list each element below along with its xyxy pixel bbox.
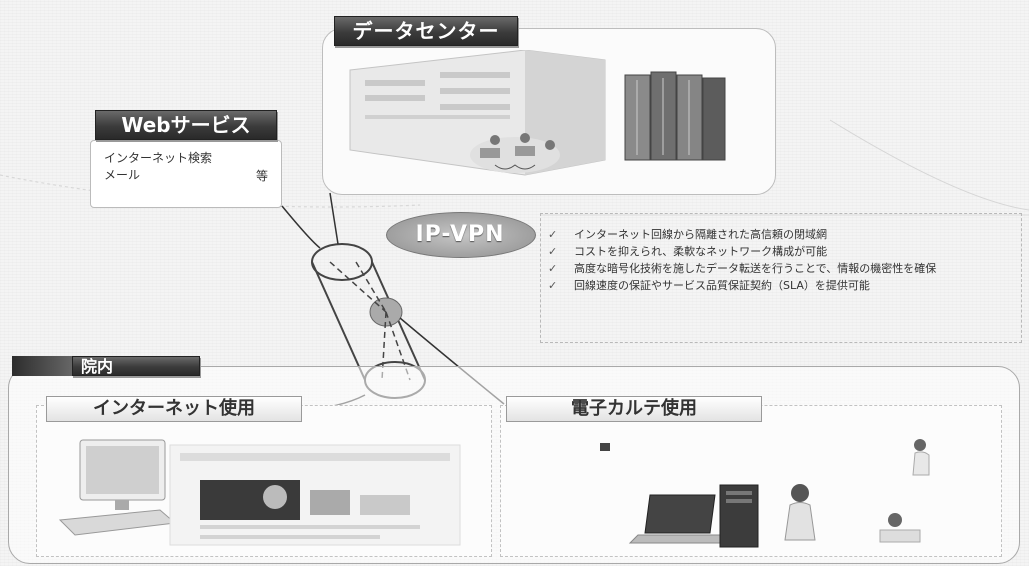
datacenter-illustration — [349, 50, 726, 176]
check-icon: ✓ — [548, 279, 558, 292]
check-icon: ✓ — [548, 245, 558, 258]
benefits-list: ✓ インターネット回線から隔離された高信頼の閉域網 ✓ コストを抑えられ、柔軟な… — [548, 226, 1016, 294]
ehr-usage-label: 電子カルテ使用 — [506, 396, 762, 422]
internet-usage-label: インターネット使用 — [46, 396, 302, 422]
doctor-patient-icon — [784, 439, 930, 543]
laptop-icon — [628, 494, 730, 544]
server-tower-icon — [719, 484, 759, 548]
webservice-suffix: 等 — [256, 169, 269, 183]
benefit-item: ✓ 高度な暗号化技術を施したデータ転送を行うことで、情報の機密性を確保 — [548, 260, 1016, 277]
hospital-title-accent — [12, 356, 72, 376]
webservice-card — [90, 140, 282, 208]
internet-usage-illustration — [58, 439, 461, 546]
webservice-list: インターネット検索 メール — [104, 150, 212, 184]
datacenter-title: データセンター — [334, 16, 518, 46]
webservice-title: Webサービス — [95, 110, 277, 140]
webservice-item: インターネット検索 — [104, 151, 213, 165]
benefits-box — [540, 213, 1022, 343]
ehr-usage-illustration — [600, 439, 930, 548]
benefit-text: インターネット回線から隔離された高信頼の閉域網 — [574, 228, 827, 241]
benefit-text: コストを抑えられ、柔軟なネットワーク構成が可能 — [574, 245, 828, 258]
benefit-item: ✓ コストを抑えられ、柔軟なネットワーク構成が可能 — [548, 243, 1016, 260]
operators-icon — [470, 133, 560, 173]
desktop-computer-icon — [58, 439, 177, 536]
check-icon: ✓ — [548, 228, 558, 241]
server-rack-icon — [624, 71, 726, 161]
vpn-tunnel-icon — [311, 243, 426, 399]
benefit-item: ✓ 回線速度の保証やサービス品質保証契約（SLA）を提供可能 — [548, 277, 1016, 294]
ipvpn-badge — [386, 212, 536, 258]
ipvpn-label: IP-VPN — [415, 222, 505, 247]
benefit-item: ✓ インターネット回線から隔離された高信頼の閉域網 — [548, 226, 1016, 243]
webpage-screenshot-icon — [169, 444, 461, 546]
webservice-item: メール — [104, 168, 141, 182]
hospital-title: 院内 — [72, 356, 200, 376]
benefit-text: 高度な暗号化技術を施したデータ転送を行うことで、情報の機密性を確保 — [574, 262, 937, 275]
check-icon: ✓ — [548, 262, 558, 275]
benefit-text: 回線速度の保証やサービス品質保証契約（SLA）を提供可能 — [574, 279, 870, 292]
small-marker-icon — [600, 443, 610, 451]
